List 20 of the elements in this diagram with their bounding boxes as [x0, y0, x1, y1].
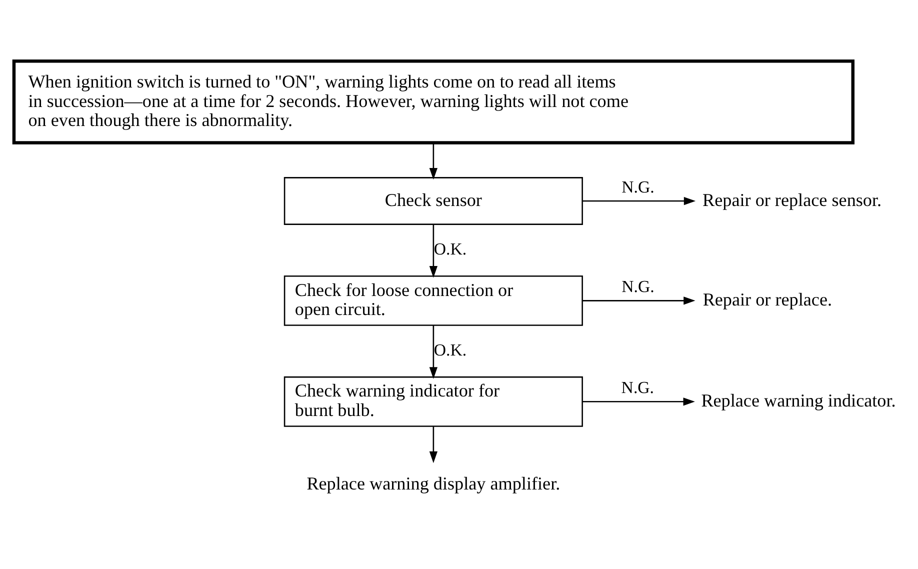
node-text: Replace warning display amplifier. [306, 473, 560, 494]
edge-label: O.K. [434, 340, 467, 360]
arrow [429, 426, 438, 464]
arrow [582, 296, 696, 305]
edge-label: N.G. [621, 378, 654, 398]
arrow [429, 224, 438, 278]
node-text: Replace warning indicator. [701, 390, 896, 410]
edge-label: N.G. [622, 177, 654, 196]
node-text: Repair or replace. [702, 289, 832, 310]
edge-label: N.G. [622, 277, 654, 296]
arrow [582, 196, 696, 206]
arrow [582, 398, 695, 406]
node-box: Check for loose connection or open circuit. [284, 275, 583, 326]
node-box: Check warning indicator for burnt bulb. [284, 376, 583, 427]
arrow [429, 325, 438, 379]
node-box: When ignition switch is turned to "ON", warning lights come on to read all items in succession—one at a time for 2 seconds. However, warning lights will not come on even though there is abnormality. [12, 60, 854, 144]
node-text: Repair or replace sensor. [702, 190, 882, 210]
edge-label: O.K. [434, 240, 467, 259]
node-box: Check sensor [284, 177, 583, 225]
arrow [429, 143, 438, 180]
